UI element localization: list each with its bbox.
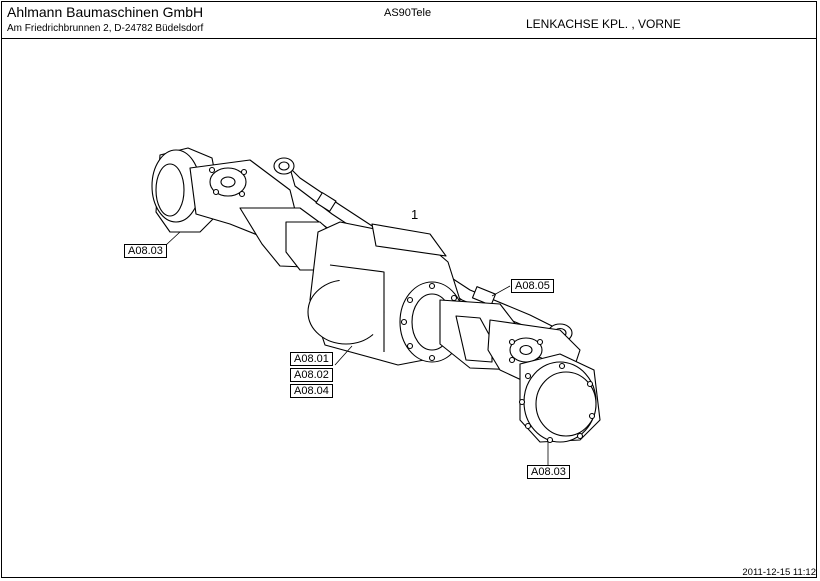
item-number: 1 (411, 207, 419, 222)
model-name: AS90Tele (384, 7, 432, 19)
header-divider (1, 38, 817, 39)
callout-left-hub[interactable]: A08.03 (124, 244, 167, 258)
callout-center-2[interactable]: A08.02 (290, 368, 333, 382)
callout-steering-link[interactable]: A08.05 (511, 279, 554, 293)
assembly-title: LENKACHSE KPL. , VORNE (526, 17, 681, 31)
callout-center-1[interactable]: A08.01 (290, 352, 333, 366)
callout-right-hub[interactable]: A08.03 (527, 465, 570, 479)
company-address: Am Friedrichbrunnen 2, D-24782 Büdelsdor… (7, 23, 204, 34)
callout-center-3[interactable]: A08.04 (290, 384, 333, 398)
timestamp: 2011-12-15 11:12 (742, 567, 816, 578)
company-name: Ahlmann Baumaschinen GmbH (7, 4, 204, 20)
